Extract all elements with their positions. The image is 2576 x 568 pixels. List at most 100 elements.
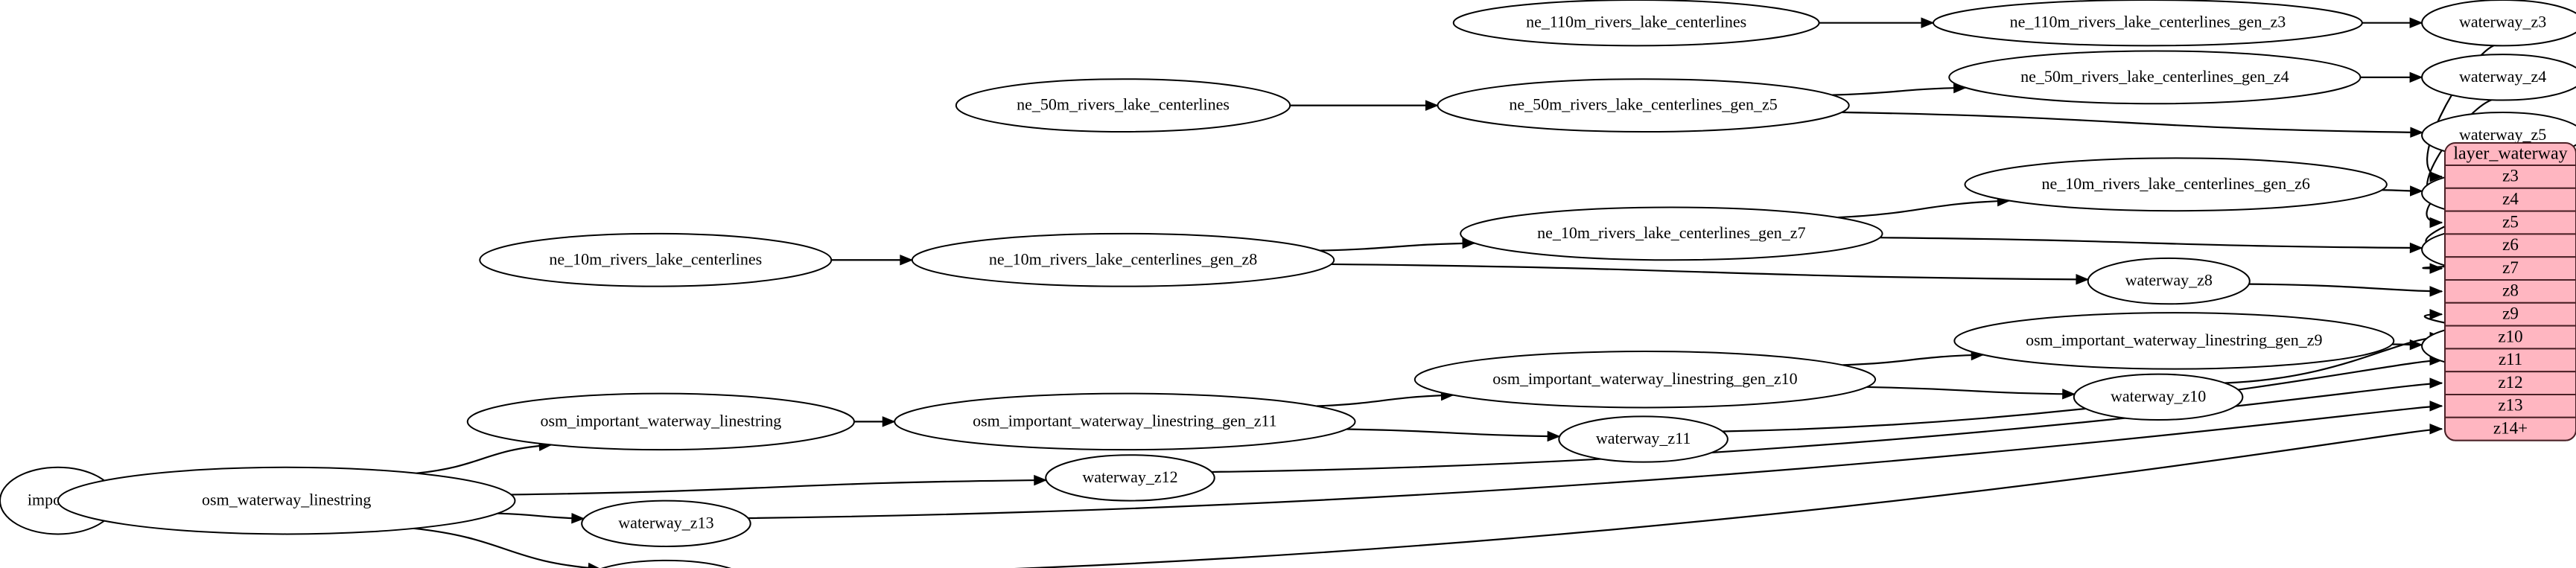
node-osm_important_waterway_linestring_gen_z11[interactable]: osm_important_waterway_linestring_gen_z1… bbox=[894, 392, 1356, 451]
node-waterway_z10[interactable]: waterway_z10 bbox=[2073, 373, 2244, 421]
edge-ne_10m_rivers_lake_centerlines_gen_z8-to-ne_10m_rivers_lake_centerlines_gen_z7 bbox=[1320, 242, 1475, 252]
node-label: waterway_z12 bbox=[1082, 468, 1177, 486]
node-ne_10m_rivers_lake_centerlines_gen_z8[interactable]: ne_10m_rivers_lake_centerlines_gen_z8 bbox=[911, 232, 1335, 287]
node-ellipse bbox=[57, 466, 516, 535]
node-ellipse bbox=[1460, 206, 1883, 261]
edge-waterway_z13-to-layer_waterway-z13 bbox=[748, 405, 2443, 520]
table-row-label: z3 bbox=[2502, 167, 2519, 185]
edge-arrowhead bbox=[1921, 17, 1935, 28]
table-row-z12[interactable] bbox=[2444, 371, 2576, 396]
edge-ne_10m_rivers_lake_centerlines_gen_z7-to-ne_10m_rivers_lake_centerlines_gen_z6 bbox=[1837, 200, 2010, 219]
node-ellipse bbox=[1933, 0, 2363, 47]
node-ne_10m_rivers_lake_centerlines_gen_z7[interactable]: ne_10m_rivers_lake_centerlines_gen_z7 bbox=[1460, 206, 1883, 261]
edge-arrowhead bbox=[2062, 389, 2076, 400]
node-osm_important_waterway_linestring_gen_z9[interactable]: osm_important_waterway_linestring_gen_z9 bbox=[1953, 312, 2395, 370]
node-ellipse bbox=[466, 392, 855, 451]
edge-ne_50m_rivers_lake_centerlines_gen_z5-to-waterway_z5 bbox=[1842, 111, 2423, 134]
node-ne_10m_rivers_lake_centerlines_gen_z6[interactable]: ne_10m_rivers_lake_centerlines_gen_z6 bbox=[1964, 157, 2388, 212]
node-ellipse bbox=[2073, 373, 2244, 421]
edge-waterway_z14-to-layer_waterway-z14- bbox=[1012, 428, 2443, 568]
edge-arrowhead bbox=[900, 255, 914, 266]
edge-arrowhead bbox=[588, 562, 600, 568]
table-row-label: z4 bbox=[2502, 189, 2519, 208]
node-waterway_z8[interactable]: waterway_z8 bbox=[2087, 257, 2251, 305]
node-ellipse bbox=[581, 500, 751, 547]
edge-osm_important_waterway_linestring_gen_z10-to-waterway_z10 bbox=[1866, 386, 2075, 395]
node-ellipse bbox=[1948, 50, 2362, 105]
node-waterway_z11[interactable]: waterway_z11 bbox=[1558, 415, 1729, 463]
node-ne_110m_rivers_lake_centerlines[interactable]: ne_110m_rivers_lake_centerlines bbox=[1452, 0, 1820, 47]
table-row-z8[interactable] bbox=[2444, 279, 2576, 304]
edge-arrowhead bbox=[2409, 242, 2423, 254]
table-row-label: z13 bbox=[2498, 396, 2522, 415]
edge-ne_10m_rivers_lake_centerlines_gen_z7-to-waterway_z7 bbox=[1880, 237, 2423, 249]
node-label: osm_important_waterway_linestring bbox=[540, 411, 781, 430]
node-ellipse bbox=[894, 392, 1356, 451]
node-label: ne_50m_rivers_lake_centerlines_gen_z5 bbox=[1509, 95, 1777, 114]
node-osm_waterway_linestring[interactable]: osm_waterway_linestring bbox=[57, 466, 516, 535]
node-label: ne_110m_rivers_lake_centerlines bbox=[1526, 13, 1746, 31]
edge-waterway_z12-to-layer_waterway-z12 bbox=[1211, 382, 2443, 473]
table-row-z5[interactable] bbox=[2444, 210, 2576, 235]
node-ne_50m_rivers_lake_centerlines[interactable]: ne_50m_rivers_lake_centerlines bbox=[955, 78, 1291, 133]
node-label: ne_110m_rivers_lake_centerlines_gen_z3 bbox=[2010, 13, 2286, 31]
node-waterway_z3[interactable]: waterway_z3 bbox=[2421, 0, 2576, 47]
edge-waterway_z10-to-layer_waterway-z10 bbox=[2224, 336, 2443, 384]
edge-arrowhead bbox=[882, 416, 896, 427]
table-row-label: z10 bbox=[2498, 327, 2522, 345]
edge-waterway_z8-to-layer_waterway-z8 bbox=[2248, 283, 2443, 293]
table-row-label: z14+ bbox=[2493, 418, 2528, 437]
node-ne_110m_rivers_lake_centerlines_gen_z3[interactable]: ne_110m_rivers_lake_centerlines_gen_z3 bbox=[1933, 0, 2363, 47]
node-label: waterway_z10 bbox=[2111, 386, 2206, 405]
edge-arrowhead bbox=[2429, 286, 2443, 297]
node-ellipse bbox=[600, 559, 731, 568]
node-ellipse bbox=[2421, 54, 2576, 101]
node-ellipse bbox=[1953, 312, 2395, 370]
node-label: waterway_z8 bbox=[2125, 271, 2213, 290]
node-ne_50m_rivers_lake_centerlines_gen_z5[interactable]: ne_50m_rivers_lake_centerlines_gen_z5 bbox=[1437, 78, 1850, 133]
edge-arrowhead bbox=[1034, 474, 1048, 486]
node-waterway_z4[interactable]: waterway_z4 bbox=[2421, 54, 2576, 101]
edge-arrowhead bbox=[2076, 274, 2090, 285]
node-ellipse bbox=[2421, 0, 2576, 47]
edge-arrowhead bbox=[2409, 17, 2423, 28]
edge-arrowhead bbox=[2429, 171, 2443, 182]
node-osm_important_waterway_linestring[interactable]: osm_important_waterway_linestring bbox=[466, 392, 855, 451]
node-label: waterway_z13 bbox=[618, 513, 713, 532]
table-title: layer_waterway bbox=[2453, 144, 2567, 164]
table-row-label: z7 bbox=[2502, 258, 2519, 277]
node-label: ne_50m_rivers_lake_centerlines bbox=[1017, 95, 1230, 114]
edge-osm_waterway_linestring-to-waterway_z13 bbox=[497, 512, 584, 520]
node-label: ne_10m_rivers_lake_centerlines bbox=[549, 249, 762, 268]
edge-arrowhead bbox=[1425, 100, 1439, 111]
edge-osm_waterway_linestring-to-osm_important_waterway_linestring bbox=[416, 444, 552, 474]
node-waterway_z12[interactable]: waterway_z12 bbox=[1045, 454, 1215, 502]
table-row-z9[interactable] bbox=[2444, 301, 2576, 327]
node-ellipse bbox=[955, 78, 1291, 133]
edge-osm_waterway_linestring-to-waterway_z14 bbox=[413, 527, 599, 568]
node-label: osm_important_waterway_linestring_gen_z9 bbox=[2026, 331, 2322, 349]
node-label: ne_10m_rivers_lake_centerlines_gen_z7 bbox=[1537, 223, 1805, 242]
edge-arrowhead bbox=[2429, 217, 2443, 229]
edge-osm_waterway_linestring-to-waterway_z12 bbox=[511, 479, 1046, 496]
node-ellipse bbox=[479, 232, 833, 287]
node-ne_10m_rivers_lake_centerlines[interactable]: ne_10m_rivers_lake_centerlines bbox=[479, 232, 833, 287]
node-ellipse bbox=[1964, 157, 2388, 212]
node-osm_important_waterway_linestring_gen_z10[interactable]: osm_important_waterway_linestring_gen_z1… bbox=[1413, 351, 1877, 409]
node-label: osm_waterway_linestring bbox=[202, 491, 371, 509]
node-waterway_z13[interactable]: waterway_z13 bbox=[581, 500, 751, 547]
node-ne_50m_rivers_lake_centerlines_gen_z4[interactable]: ne_50m_rivers_lake_centerlines_gen_z4 bbox=[1948, 50, 2362, 105]
edge-ne_10m_rivers_lake_centerlines_gen_z8-to-waterway_z8 bbox=[1331, 263, 2088, 281]
table-row-z11[interactable] bbox=[2444, 348, 2576, 373]
table-row-z3[interactable] bbox=[2444, 165, 2576, 189]
edge-arrowhead bbox=[571, 513, 585, 524]
node-ellipse bbox=[1558, 415, 1729, 463]
node-ellipse bbox=[1437, 78, 1850, 133]
table-row-label: z12 bbox=[2498, 373, 2522, 392]
edge-arrowhead bbox=[2410, 127, 2424, 138]
node-ellipse bbox=[1045, 454, 1215, 502]
edge-ne_50m_rivers_lake_centerlines_gen_z5-to-ne_50m_rivers_lake_centerlines_gen_z4 bbox=[1832, 86, 1966, 96]
node-waterway_z14[interactable]: waterway_z14 bbox=[582, 559, 751, 568]
